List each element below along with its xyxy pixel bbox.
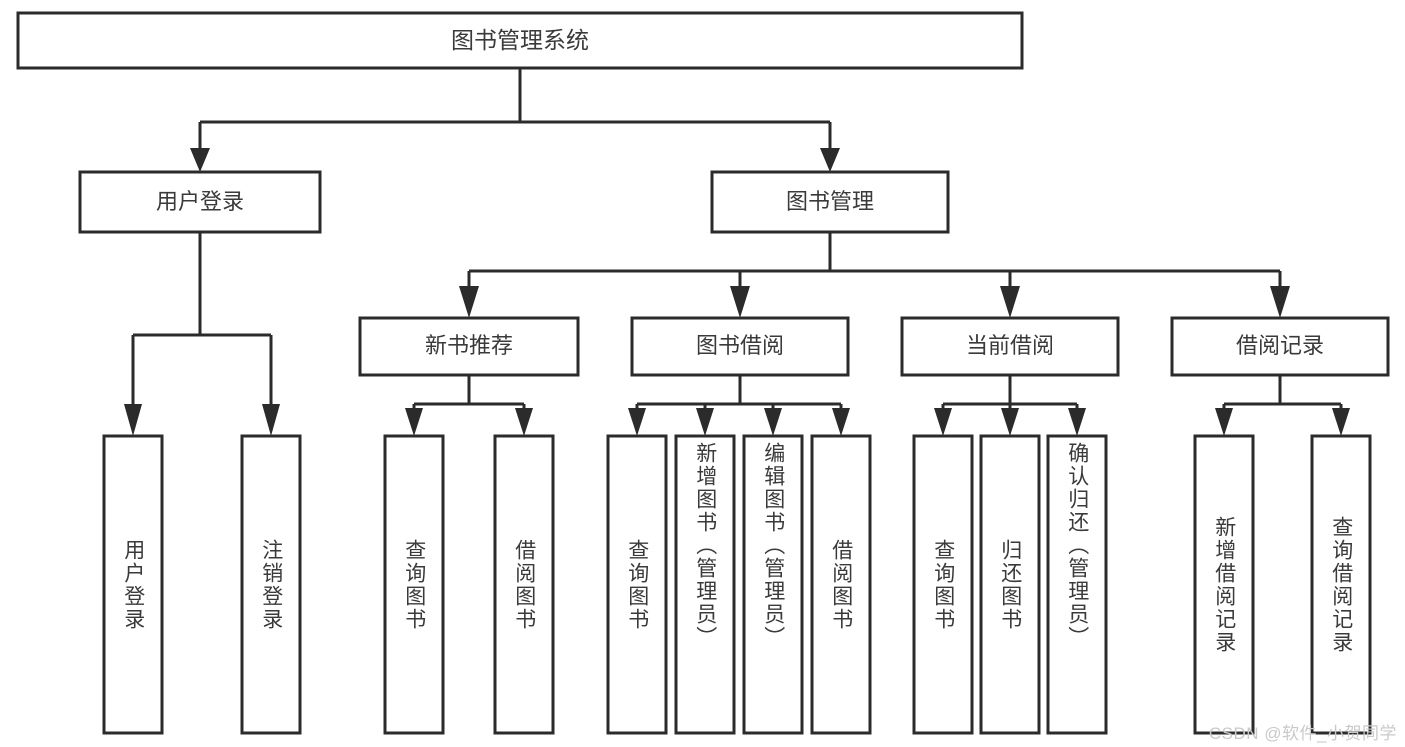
arrow-head-user-login (190, 148, 210, 172)
node-root-label: 图书管理系统 (451, 27, 589, 53)
arrow-head-new-book-recommend (459, 286, 479, 318)
node-leaf-query-book-3-box[interactable] (912, 434, 974, 735)
node-user-login-box[interactable] (78, 170, 322, 234)
node-leaf-edit-book-box[interactable] (742, 434, 804, 735)
node-leaf-borrow-book-2-box[interactable] (810, 434, 872, 735)
node-leaf-add-book-box[interactable] (674, 434, 736, 735)
arrow-head-leaf-add-record (1215, 408, 1233, 436)
node-layer: 图书管理系统 用户登录 图书管理 新书推荐 图书借阅 当前借阅 借阅记录 (16, 11, 1390, 735)
node-root-box[interactable] (16, 11, 1024, 70)
node-borrow-record-box[interactable] (1170, 316, 1390, 377)
node-leaf-query-record-box[interactable] (1310, 434, 1372, 735)
arrow-head-leaf-add-book (696, 408, 714, 436)
node-current-borrow-box[interactable] (900, 316, 1120, 377)
arrow-head-leaf-return-book (1001, 408, 1019, 436)
node-book-borrow-label: 图书借阅 (696, 333, 784, 358)
node-leaf-confirm-return-box[interactable] (1046, 434, 1108, 735)
arrow-head-leaf-logout-login (262, 404, 280, 436)
node-book-manage-label: 图书管理 (786, 189, 874, 214)
arrow-head-leaf-edit-book (764, 408, 782, 436)
arrow-head-leaf-query-book-1 (405, 408, 423, 436)
arrow-head-book-borrow (730, 286, 750, 318)
arrow-head-leaf-query-book-3 (934, 408, 952, 436)
node-leaf-user-login-box[interactable] (102, 434, 164, 735)
node-leaf-return-book-box[interactable] (979, 434, 1041, 735)
node-book-manage-box[interactable] (710, 170, 950, 234)
node-current-borrow-label: 当前借阅 (966, 333, 1054, 358)
arrow-head-borrow-record (1270, 286, 1290, 318)
arrow-head-leaf-borrow-book-1 (515, 408, 533, 436)
node-user-login-label: 用户登录 (156, 189, 244, 214)
node-leaf-query-book-1-box[interactable] (383, 434, 445, 735)
node-leaf-borrow-book-1-box[interactable] (493, 434, 555, 735)
node-borrow-record-label: 借阅记录 (1236, 333, 1324, 358)
node-leaf-logout-login-box[interactable] (240, 434, 302, 735)
arrow-head-book-manage (820, 148, 840, 172)
node-book-borrow-box[interactable] (630, 316, 850, 377)
node-leaf-add-record-box[interactable] (1193, 434, 1255, 735)
node-leaf-query-book-2-box[interactable] (606, 434, 668, 735)
node-new-book-recommend-box[interactable] (358, 316, 580, 377)
arrow-head-leaf-query-book-2 (628, 408, 646, 436)
node-new-book-recommend-label: 新书推荐 (425, 333, 513, 358)
arrow-head-current-borrow (1000, 286, 1020, 318)
arrow-head-leaf-user-login (124, 404, 142, 436)
arrow-head-leaf-query-record (1332, 408, 1350, 436)
arrow-head-leaf-borrow-book-2 (832, 408, 850, 436)
connector-layer (124, 68, 1350, 436)
arrow-head-leaf-confirm-return (1068, 408, 1086, 436)
